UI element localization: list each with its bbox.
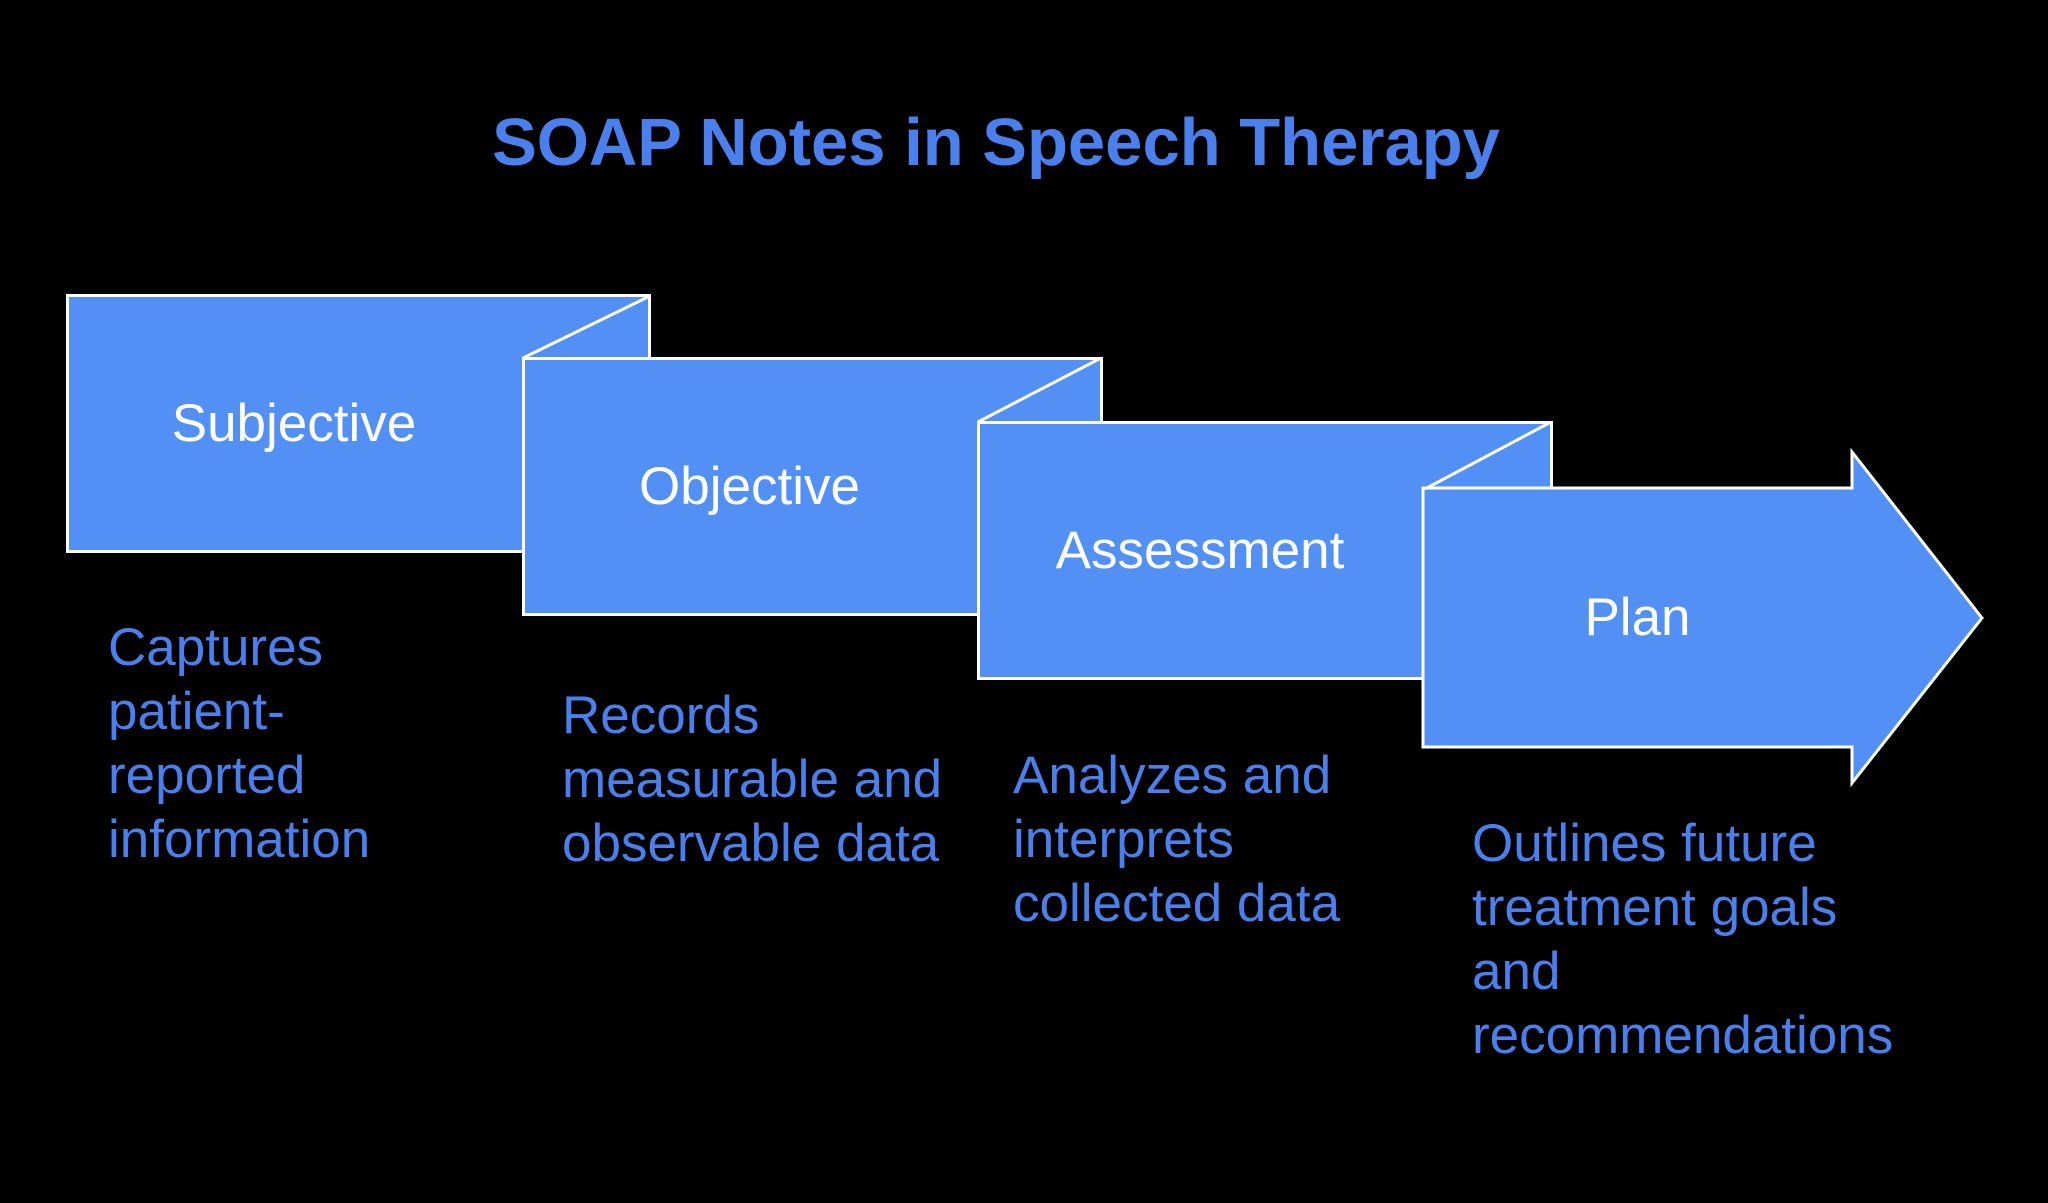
step-description-plan: Outlines future treatment goals and reco…: [1472, 814, 1894, 1065]
step-description-subjective: Captures patient- reported information: [108, 618, 371, 869]
step-shape-plan: Plan: [1423, 488, 1852, 747]
step-label-zone: Objective: [525, 360, 974, 613]
step-label-plan: Plan: [1584, 588, 1691, 647]
step-label-zone: Subjective: [69, 297, 519, 550]
step-label-zone: Assessment: [980, 424, 1420, 677]
step-label-assessment: Assessment: [1055, 521, 1345, 580]
step-label-subjective: Subjective: [171, 394, 417, 453]
step-description-objective: Records measurable and observable data: [562, 686, 943, 873]
step-description-assessment: Analyzes and interprets collected data: [1013, 746, 1341, 933]
step-label-objective: Objective: [639, 457, 860, 516]
page-title: SOAP Notes in Speech Therapy: [492, 105, 1500, 180]
